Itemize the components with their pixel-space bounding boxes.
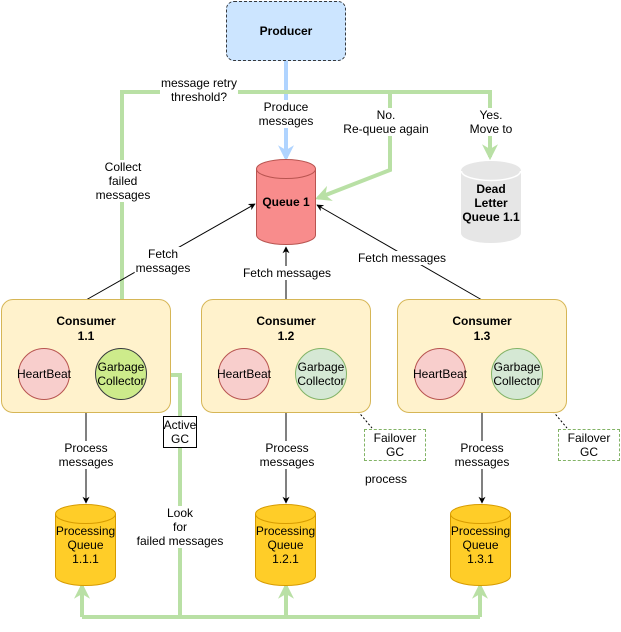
garbage-collector-1-1: Garbage Collector [95,348,147,400]
process-messages-label-3: Process messages [453,441,511,469]
processing-queue-1-2-1: Processing Queue 1.2.1 [255,504,316,586]
fetch-messages-label-3: Fetch messages [356,251,448,265]
processing-queue-1-2-1-label: Processing Queue 1.2.1 [255,524,316,566]
failover-gc-note-3: Failover GC [558,429,620,461]
processing-queue-1-1-1: Processing Queue 1.1.1 [55,504,116,586]
look-for-failed-label: Look for failed messages [135,506,225,548]
dead-letter-queue-label: Dead Letter Queue 1.1 [462,182,520,224]
failover-gc-note-2: Failover GC [364,429,426,461]
processing-queue-1-1-1-label: Processing Queue 1.1.1 [55,524,116,566]
process-messages-label-1: Process messages [57,441,115,469]
consumer-1-2: Consumer 1.2 HeartBeat Garbage Collector [201,299,371,413]
queue-1-label: Queue 1 [262,195,310,209]
process-note-label: process [364,472,408,486]
fetch-messages-label-2: Fetch messages [241,266,333,280]
heartbeat-1-3: HeartBeat [413,348,467,400]
producer-label: Producer [259,24,313,38]
heartbeat-1-2: HeartBeat [217,348,271,400]
consumer-1-3-title: Consumer 1.3 [452,314,512,343]
fetch-messages-label-1: Fetch messages [134,247,192,275]
active-gc-note: Active GC [163,416,197,448]
process-messages-label-2: Process messages [258,441,316,469]
producer-node: Producer [226,1,346,61]
consumer-1-1: Consumer 1.1 HeartBeat Garbage Collector [1,299,171,413]
move-to-label: Yes. Move to [468,108,514,136]
collect-failed-label: Collect failed messages [94,160,152,202]
heartbeat-1-1: HeartBeat [17,348,71,400]
collect-failed-line [120,90,390,352]
consumer-1-2-title: Consumer 1.2 [256,314,316,343]
retry-threshold-label: message retry threshold? [159,76,239,104]
dead-letter-queue-cylinder: Dead Letter Queue 1.1 [461,161,521,243]
processing-queue-1-3-1: Processing Queue 1.3.1 [450,504,511,586]
requeue-label: No. Re-queue again [342,108,430,136]
garbage-collector-1-3: Garbage Collector [491,348,543,400]
queue-1-cylinder: Queue 1 [256,159,316,245]
produce-messages-label: Produce messages [257,100,315,128]
consumer-1-3: Consumer 1.3 HeartBeat Garbage Collector [397,299,567,413]
processing-queue-1-3-1-label: Processing Queue 1.3.1 [450,524,511,566]
garbage-collector-1-2: Garbage Collector [295,348,347,400]
consumer-1-1-title: Consumer 1.1 [56,314,116,343]
